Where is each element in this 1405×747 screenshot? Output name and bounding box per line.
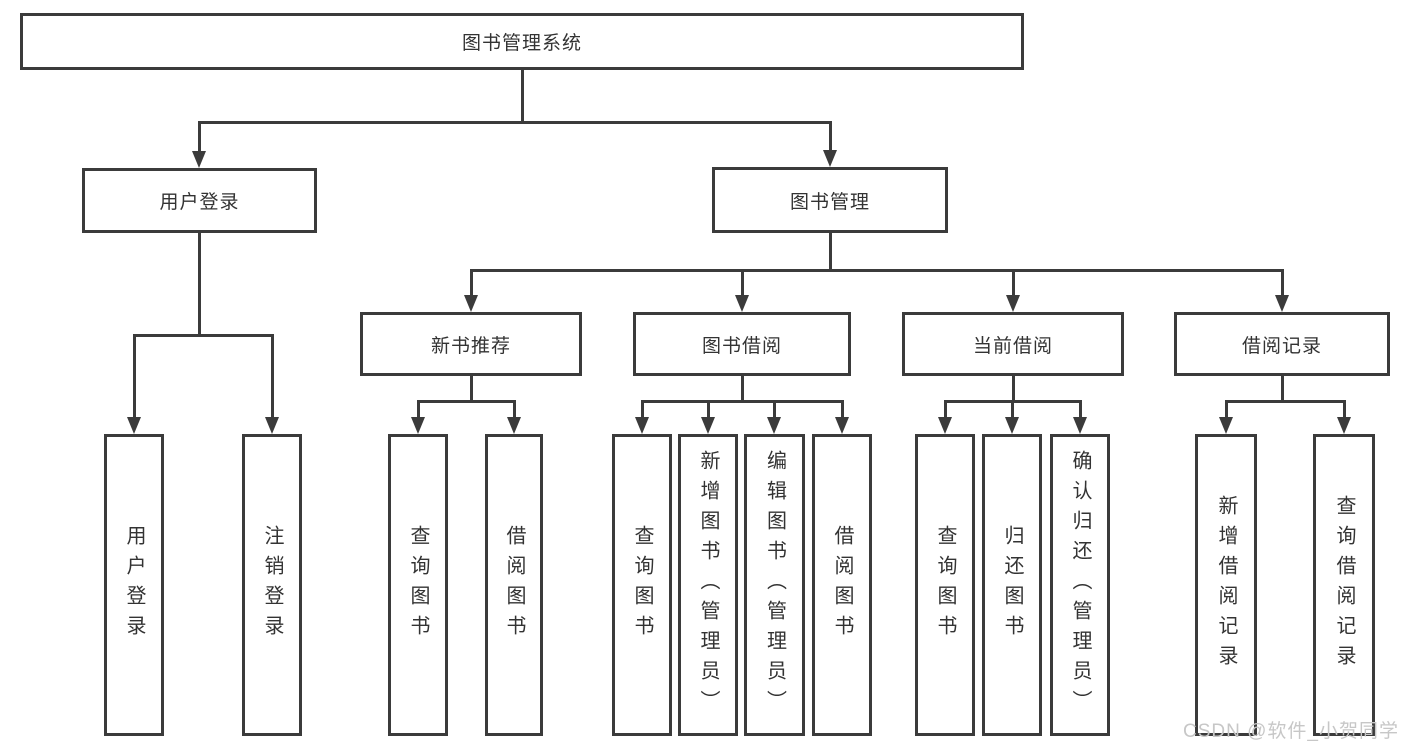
node-leaf-query-book-2: 查询图书 (612, 434, 672, 736)
node-book-borrow: 图书借阅 (633, 312, 851, 376)
connector-drop (416, 401, 420, 417)
arrowhead-down-icon (1073, 417, 1087, 434)
node-leaf-borrow-book-2-label: 借阅图书 (831, 525, 853, 645)
connector-branch (132, 333, 274, 337)
connector-branch (469, 268, 1284, 272)
node-book-management: 图书管理 (712, 167, 948, 233)
connector-stem (469, 376, 473, 401)
node-root-label: 图书管理系统 (461, 33, 582, 54)
arrowhead-down-icon (767, 417, 781, 434)
node-leaf-query-borrow-record: 查询借阅记录 (1313, 434, 1375, 736)
csdn-watermark: CSDN @软件_小贺同学 (1183, 721, 1399, 742)
node-leaf-add-book-label: 新增图书（管理员） (697, 450, 719, 720)
node-leaf-logout-label: 注销登录 (261, 525, 283, 645)
connector-drop (1011, 270, 1015, 295)
arrowhead-down-icon (127, 417, 141, 434)
connector-drop (840, 401, 844, 417)
node-leaf-edit-book: 编辑图书（管理员） (744, 434, 805, 736)
arrowhead-down-icon (192, 151, 206, 168)
arrowhead-down-icon (635, 417, 649, 434)
node-leaf-user-login: 用户登录 (104, 434, 164, 736)
arrowhead-down-icon (823, 150, 837, 167)
connector-drop (270, 335, 274, 417)
connector-branch (1224, 399, 1346, 403)
arrowhead-down-icon (938, 417, 952, 434)
connector-branch (197, 120, 832, 124)
node-current-borrow: 当前借阅 (902, 312, 1124, 376)
connector-drop (740, 270, 744, 295)
node-leaf-confirm-return-label: 确认归还（管理员） (1069, 450, 1091, 720)
node-leaf-query-book-3: 查询图书 (915, 434, 975, 736)
node-book-borrow-label: 图书借阅 (701, 335, 782, 357)
arrowhead-down-icon (411, 417, 425, 434)
node-leaf-add-book: 新增图书（管理员） (678, 434, 738, 736)
node-leaf-confirm-return: 确认归还（管理员） (1050, 434, 1110, 736)
node-leaf-logout: 注销登录 (242, 434, 302, 736)
connector-drop (132, 335, 136, 417)
arrowhead-down-icon (735, 295, 749, 312)
connector-stem (1280, 376, 1284, 401)
connector-stem (828, 233, 832, 270)
node-leaf-user-login-label: 用户登录 (123, 525, 145, 645)
node-leaf-borrow-book-2: 借阅图书 (812, 434, 872, 736)
connector-drop (772, 401, 776, 417)
arrowhead-down-icon (1219, 417, 1233, 434)
arrowhead-down-icon (701, 417, 715, 434)
node-leaf-query-book-1: 查询图书 (388, 434, 448, 736)
connector-stem (197, 233, 201, 335)
node-new-book-recommend-label: 新书推荐 (430, 335, 511, 357)
connector-drop (1280, 270, 1284, 295)
node-leaf-borrow-book-1-label: 借阅图书 (503, 525, 525, 645)
node-leaf-query-book-2-label: 查询图书 (631, 525, 653, 645)
arrowhead-down-icon (835, 417, 849, 434)
connector-branch (416, 399, 516, 403)
node-book-management-label: 图书管理 (789, 191, 870, 213)
connector-stem (740, 376, 744, 401)
arrowhead-down-icon (1006, 295, 1020, 312)
connector-drop (640, 401, 644, 417)
node-new-book-recommend: 新书推荐 (360, 312, 582, 376)
node-leaf-query-book-3-label: 查询图书 (934, 525, 956, 645)
node-leaf-return-book: 归还图书 (982, 434, 1042, 736)
node-user-login: 用户登录 (82, 168, 317, 233)
node-leaf-borrow-book-1: 借阅图书 (485, 434, 543, 736)
arrowhead-down-icon (1337, 417, 1351, 434)
connector-stem (1011, 376, 1015, 401)
arrowhead-down-icon (507, 417, 521, 434)
node-leaf-query-borrow-record-label: 查询借阅记录 (1333, 495, 1355, 675)
node-root: 图书管理系统 (20, 13, 1024, 70)
node-user-login-label: 用户登录 (159, 192, 240, 213)
node-leaf-query-book-1-label: 查询图书 (407, 525, 429, 645)
arrowhead-down-icon (1005, 417, 1019, 434)
connector-drop (1224, 401, 1228, 417)
connector-drop (512, 401, 516, 417)
connector-branch (640, 399, 844, 403)
node-current-borrow-label: 当前借阅 (972, 335, 1053, 357)
node-leaf-return-book-label: 归还图书 (1001, 525, 1023, 645)
node-leaf-edit-book-label: 编辑图书（管理员） (763, 450, 786, 720)
connector-drop (469, 270, 473, 295)
connector-drop (1010, 401, 1014, 417)
node-borrow-record: 借阅记录 (1174, 312, 1390, 376)
node-borrow-record-label: 借阅记录 (1241, 335, 1322, 357)
node-leaf-add-borrow-record-label: 新增借阅记录 (1215, 495, 1237, 675)
node-leaf-add-borrow-record: 新增借阅记录 (1195, 434, 1257, 736)
connector-drop (828, 122, 832, 150)
connector-drop (943, 401, 947, 417)
arrowhead-down-icon (265, 417, 279, 434)
connector-drop (1078, 401, 1082, 417)
connector-stem (520, 70, 524, 122)
arrowhead-down-icon (464, 295, 478, 312)
connector-drop (706, 401, 710, 417)
connector-drop (197, 122, 201, 151)
arrowhead-down-icon (1275, 295, 1289, 312)
connector-drop (1342, 401, 1346, 417)
